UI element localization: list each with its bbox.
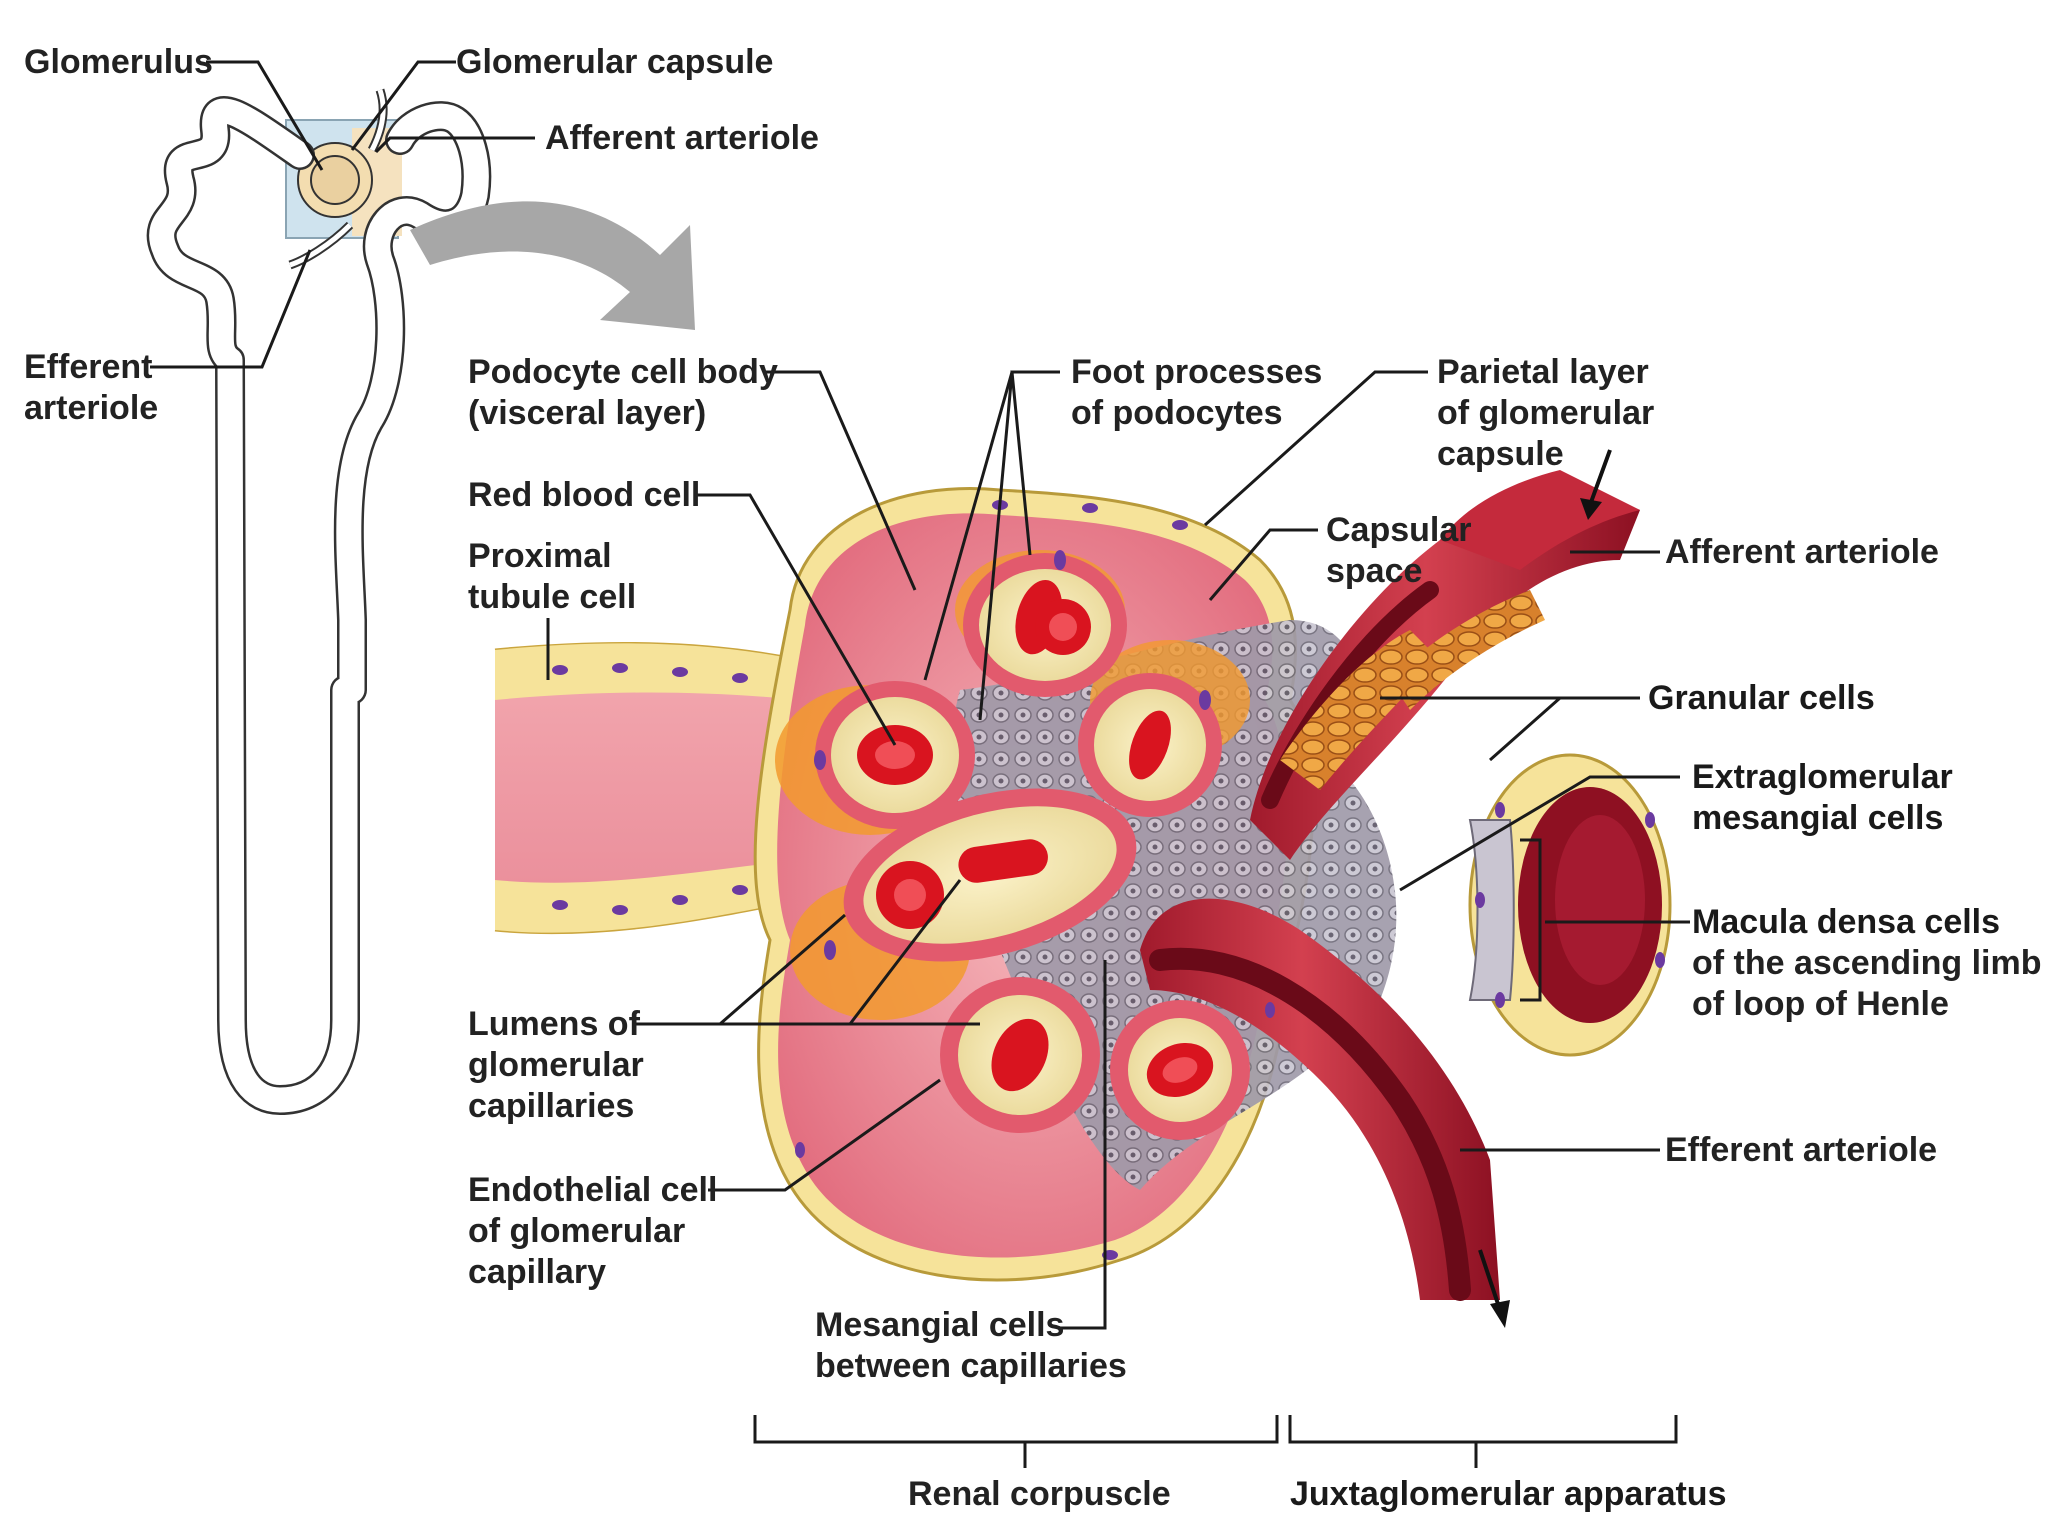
label-line: arteriole — [24, 389, 159, 427]
brackets — [753, 1415, 1678, 1468]
label-line: Endothelial cell — [468, 1171, 718, 1209]
label-foot-processes: Foot processes of podocytes — [1071, 352, 1322, 434]
label-line: of glomerular — [468, 1212, 686, 1250]
label-line: of glomerular — [1437, 394, 1655, 432]
label-inset-efferent-arteriole: Efferent arteriole — [24, 347, 158, 429]
label-red-blood-cell: Red blood cell — [468, 476, 701, 514]
label-line: Podocyte cell body — [468, 353, 778, 391]
label-line: of the ascending limb — [1692, 944, 2042, 982]
label-podocyte-cell-body: Podocyte cell body (visceral layer) — [468, 352, 778, 434]
label-line: Mesangial cells — [815, 1306, 1065, 1344]
renal-corpuscle-artwork — [494, 449, 1672, 1328]
label-line: capillary — [468, 1253, 606, 1291]
label-line: tubule cell — [468, 578, 637, 616]
label-line: Efferent — [24, 348, 153, 386]
label-macula-densa: Macula densa cells — [1692, 903, 2001, 941]
label-line: glomerular — [468, 1046, 644, 1084]
label-macula-densa-group: Macula densa cells of the ascending limb… — [1692, 902, 2041, 1025]
label-line: capillaries — [468, 1087, 635, 1125]
label-lumens: Lumens of glomerular capillaries — [468, 1004, 644, 1127]
label-line: Capsular — [1326, 511, 1472, 549]
label-endothelial-cell: Endothelial cell of glomerular capillary — [468, 1170, 717, 1293]
label-line: of loop of Henle — [1692, 985, 1949, 1023]
label-juxtaglomerular-apparatus: Juxtaglomerular apparatus — [1290, 1475, 1727, 1513]
label-renal-corpuscle: Renal corpuscle — [908, 1475, 1171, 1513]
label-line: Foot processes — [1071, 353, 1323, 391]
label-proximal-tubule-cell: Proximal tubule cell — [468, 536, 636, 618]
label-line: mesangial cells — [1692, 799, 1944, 837]
label-glomerular-capsule: Glomerular capsule — [456, 43, 774, 81]
label-capsular-space: Capsular space — [1326, 510, 1472, 592]
label-granular-cells: Granular cells — [1648, 679, 1875, 717]
leader-lines — [150, 60, 1690, 1330]
label-line: (visceral layer) — [468, 394, 707, 432]
label-line: between capillaries — [815, 1347, 1127, 1385]
capillary-loops — [815, 553, 1250, 1140]
label-glomerulus: Glomerulus — [24, 43, 213, 81]
label-parietal-layer: Parietal layer of glomerular capsule — [1437, 352, 1654, 475]
label-inset-afferent-arteriole: Afferent arteriole — [545, 119, 819, 157]
label-line: space — [1326, 552, 1423, 590]
label-line: Proximal — [468, 537, 612, 575]
label-line: Lumens of — [468, 1005, 640, 1043]
label-extraglomerular-mesangial: Extraglomerular mesangial cells — [1692, 757, 1953, 839]
label-line: Parietal layer — [1437, 353, 1649, 391]
label-efferent-arteriole: Efferent arteriole — [1665, 1131, 1938, 1169]
label-mesangial-cells: Mesangial cells between capillaries — [815, 1305, 1127, 1387]
label-line: of podocytes — [1071, 394, 1283, 432]
label-line: Extraglomerular — [1692, 758, 1953, 796]
label-line: capsule — [1437, 435, 1564, 473]
label-afferent-arteriole: Afferent arteriole — [1665, 533, 1939, 571]
nephron-inset — [146, 88, 695, 1115]
